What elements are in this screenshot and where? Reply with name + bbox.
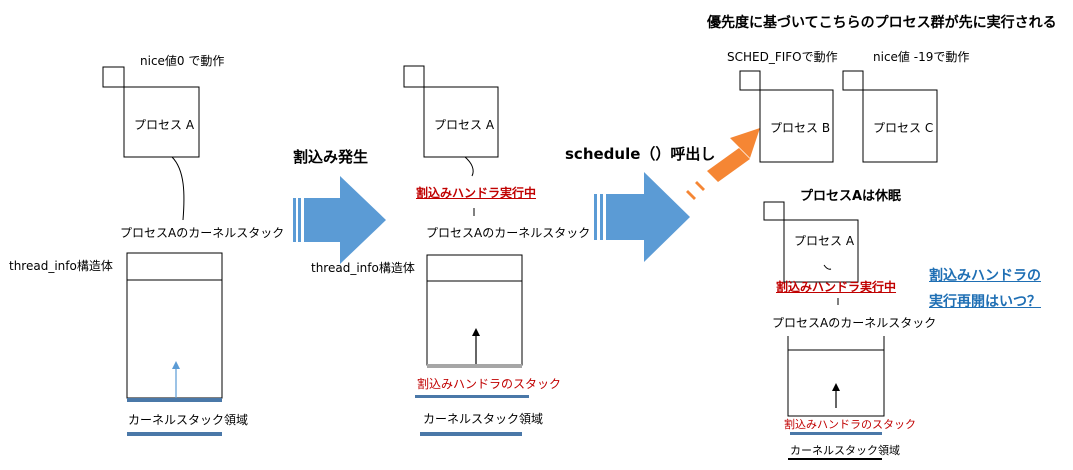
handler-stack-underline [415,395,529,398]
orange-arrow [686,128,760,200]
arrow1-shape [304,176,386,264]
arrow2-stripe [594,194,597,240]
connector-line [171,156,185,221]
kernel-stack-label: プロセスAのカーネルスタック [772,316,937,330]
arrow1-stripe [293,198,296,242]
process-a-tab [403,65,425,88]
schedule-call-label: schedule（）呼出し [565,145,716,163]
kernel-stack-box [126,279,223,399]
stack-pointer-arrowhead [832,383,840,391]
thread-info-label: thread_info構造体 [311,261,415,275]
kernel-area-underline [788,458,882,460]
process-a-tab [763,201,785,221]
process-b-box [759,89,834,163]
process-a-tab [102,66,125,88]
process-a-label: プロセス A [134,118,195,132]
handler-running-label: 割込みハンドラ実行中 [776,280,897,294]
stack-pointer-arrowhead [172,361,180,369]
handler-stack-label: 割込みハンドラのスタック [417,377,562,391]
stack-bottom-bar [127,398,222,402]
priority-note: 優先度に基づいてこちらのプロセス群が先に実行される [707,15,1057,31]
process-c-box [862,89,938,163]
process-b-label: プロセス B [770,121,831,135]
handler-stack-bar [427,364,522,368]
stack-pointer-arrowhead [472,328,480,336]
arrow2-shape [606,172,690,262]
question-line1: 割込みハンドラの [929,268,1041,284]
kernel-stack-area-label: カーネルスタック領域 [128,413,249,427]
process-c-label: プロセス C [873,121,934,135]
kernel-stack-box [426,280,523,366]
process-a-label: プロセス A [434,118,495,132]
kernel-area-underline [127,432,222,436]
arrow2-stripe [600,194,603,240]
process-a-sleep-label: プロセスAは休眠 [800,189,902,204]
kernel-stack-area-label: カーネルスタック領域 [790,444,900,457]
connector-line [823,264,832,270]
kernel-stack-area-label: カーネルスタック領域 [423,412,544,426]
handler-stack-underline [790,432,882,435]
question-line2: 実行再開はいつ？ [929,294,1041,310]
process-c-tab [842,70,864,91]
kernel-stack-box [787,336,885,417]
arrow1-stripe [298,198,301,242]
sched-fifo-label: SCHED_FIFOで動作 [727,50,838,64]
thread-info-box [126,252,223,281]
kernel-area-underline [420,432,522,436]
process-a-box [783,219,859,283]
thread-info-box [426,254,523,282]
nice0-label: nice値0 で動作 [140,54,225,68]
nice-minus19-label: nice値 -19で動作 [873,50,970,64]
process-b-tab [739,70,761,91]
process-a-label: プロセス A [794,234,855,248]
interrupt-label: 割込み発生 [293,148,369,166]
process-a-box [423,86,499,158]
kernel-stack-label: プロセスAのカーネルスタック [426,226,591,240]
handler-running-label: 割込みハンドラ実行中 [416,186,537,200]
thread-info-label: thread_info構造体 [9,259,113,273]
handler-stack-label: 割込みハンドラのスタック [784,418,916,431]
process-a-box [123,86,200,158]
connector-line [464,156,474,177]
kernel-stack-label: プロセスAのカーネルスタック [120,226,285,240]
